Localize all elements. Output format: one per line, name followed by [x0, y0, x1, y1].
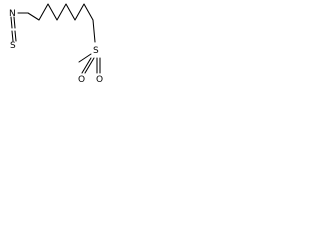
bond-c-s-double: [11, 30, 14, 42]
bond-c-s-double: [14, 30, 17, 42]
atom-label-nitrogen: N: [9, 9, 16, 19]
bond-n-c-double: [13, 16, 16, 29]
alkyl-chain: [27, 3, 96, 43]
atom-label-oxygen-right: O: [96, 75, 103, 85]
bond-n-c-double: [10, 16, 13, 29]
atom-label-oxygen-left: O: [78, 75, 85, 85]
bond-s-o-double: [84, 57, 95, 74]
atom-label-sulfur-thiocyanate: S: [10, 41, 16, 51]
isothiocyanate-group: [10, 12, 29, 42]
methylsulfonyl-group: [78, 53, 101, 74]
bond-s-o-double: [81, 57, 92, 74]
atom-label-sulfur-sulfone: S: [93, 46, 99, 56]
bond-s-methyl: [78, 53, 92, 63]
chemical-structure: N S S O O: [9, 3, 103, 85]
